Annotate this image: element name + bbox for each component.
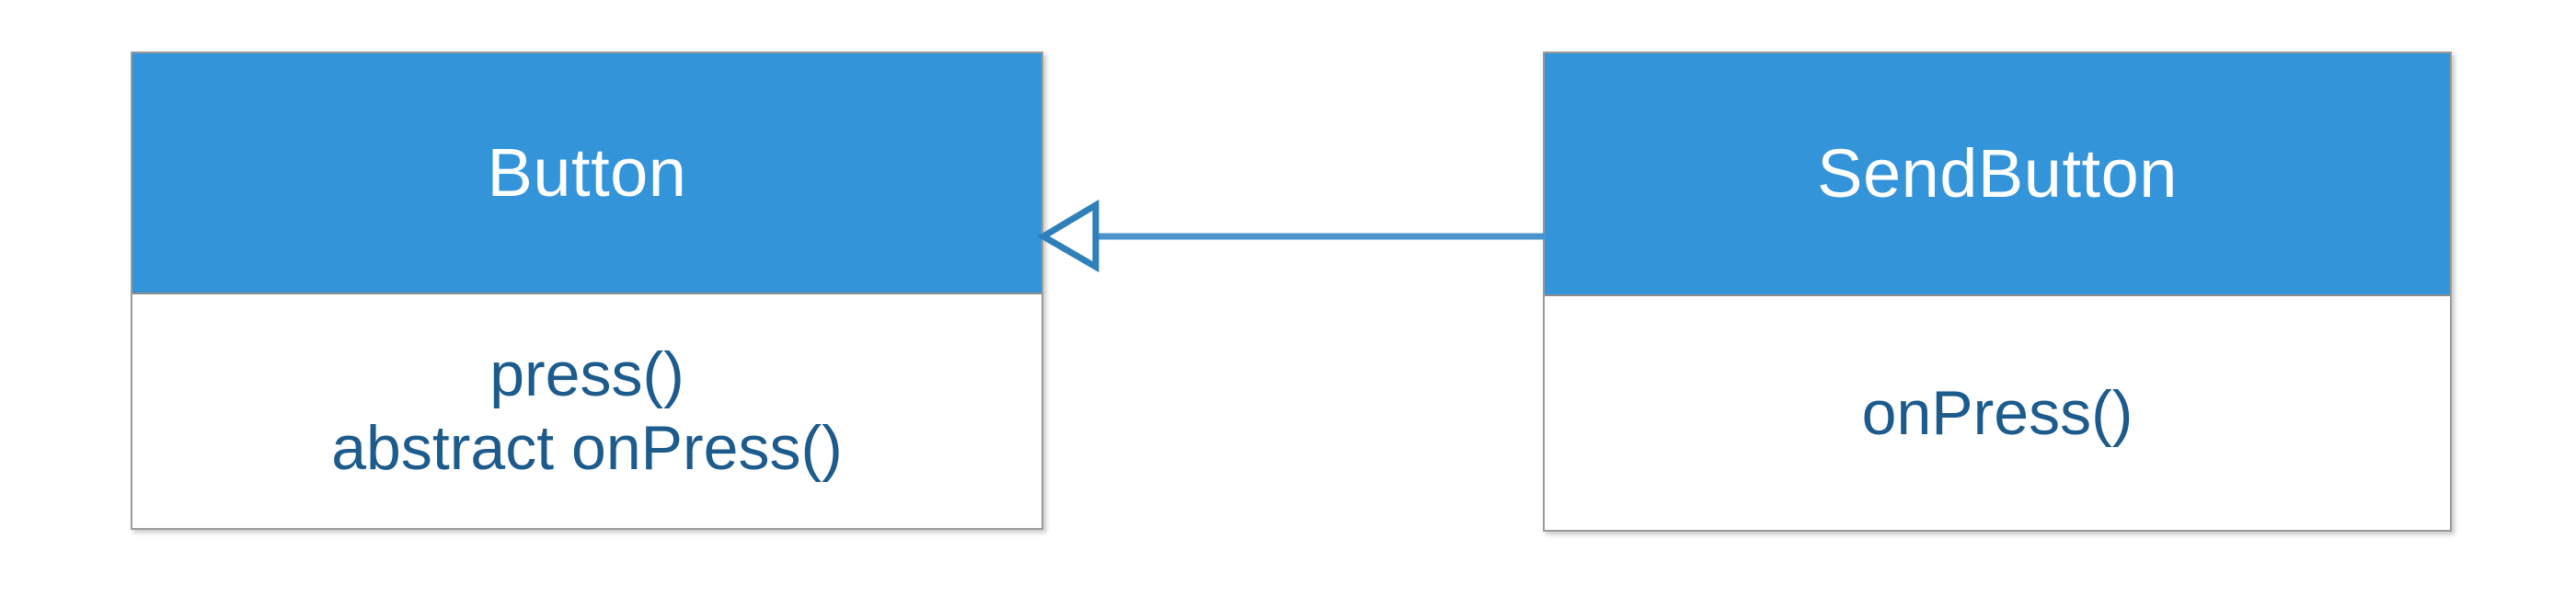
uml-class-sendbutton-name: SendButton bbox=[1817, 135, 2178, 212]
uml-method-press: press() bbox=[489, 339, 684, 409]
uml-class-button[interactable]: Button press() abstract onPress() bbox=[131, 52, 1043, 530]
uml-class-sendbutton-methods: onPress() bbox=[1545, 296, 2450, 530]
uml-class-sendbutton-header: SendButton bbox=[1545, 53, 2450, 296]
uml-method-abstract-onpress: abstract onPress() bbox=[331, 413, 843, 483]
uml-class-button-header: Button bbox=[132, 53, 1041, 294]
uml-class-button-methods: press() abstract onPress() bbox=[132, 294, 1041, 528]
uml-method-onpress: onPress() bbox=[1861, 377, 2133, 448]
uml-class-button-name: Button bbox=[487, 134, 687, 212]
uml-class-sendbutton[interactable]: SendButton onPress() bbox=[1543, 52, 2452, 532]
hollow-triangle-arrowhead-icon bbox=[1037, 199, 1099, 273]
generalization-connector[interactable] bbox=[1030, 184, 1564, 294]
